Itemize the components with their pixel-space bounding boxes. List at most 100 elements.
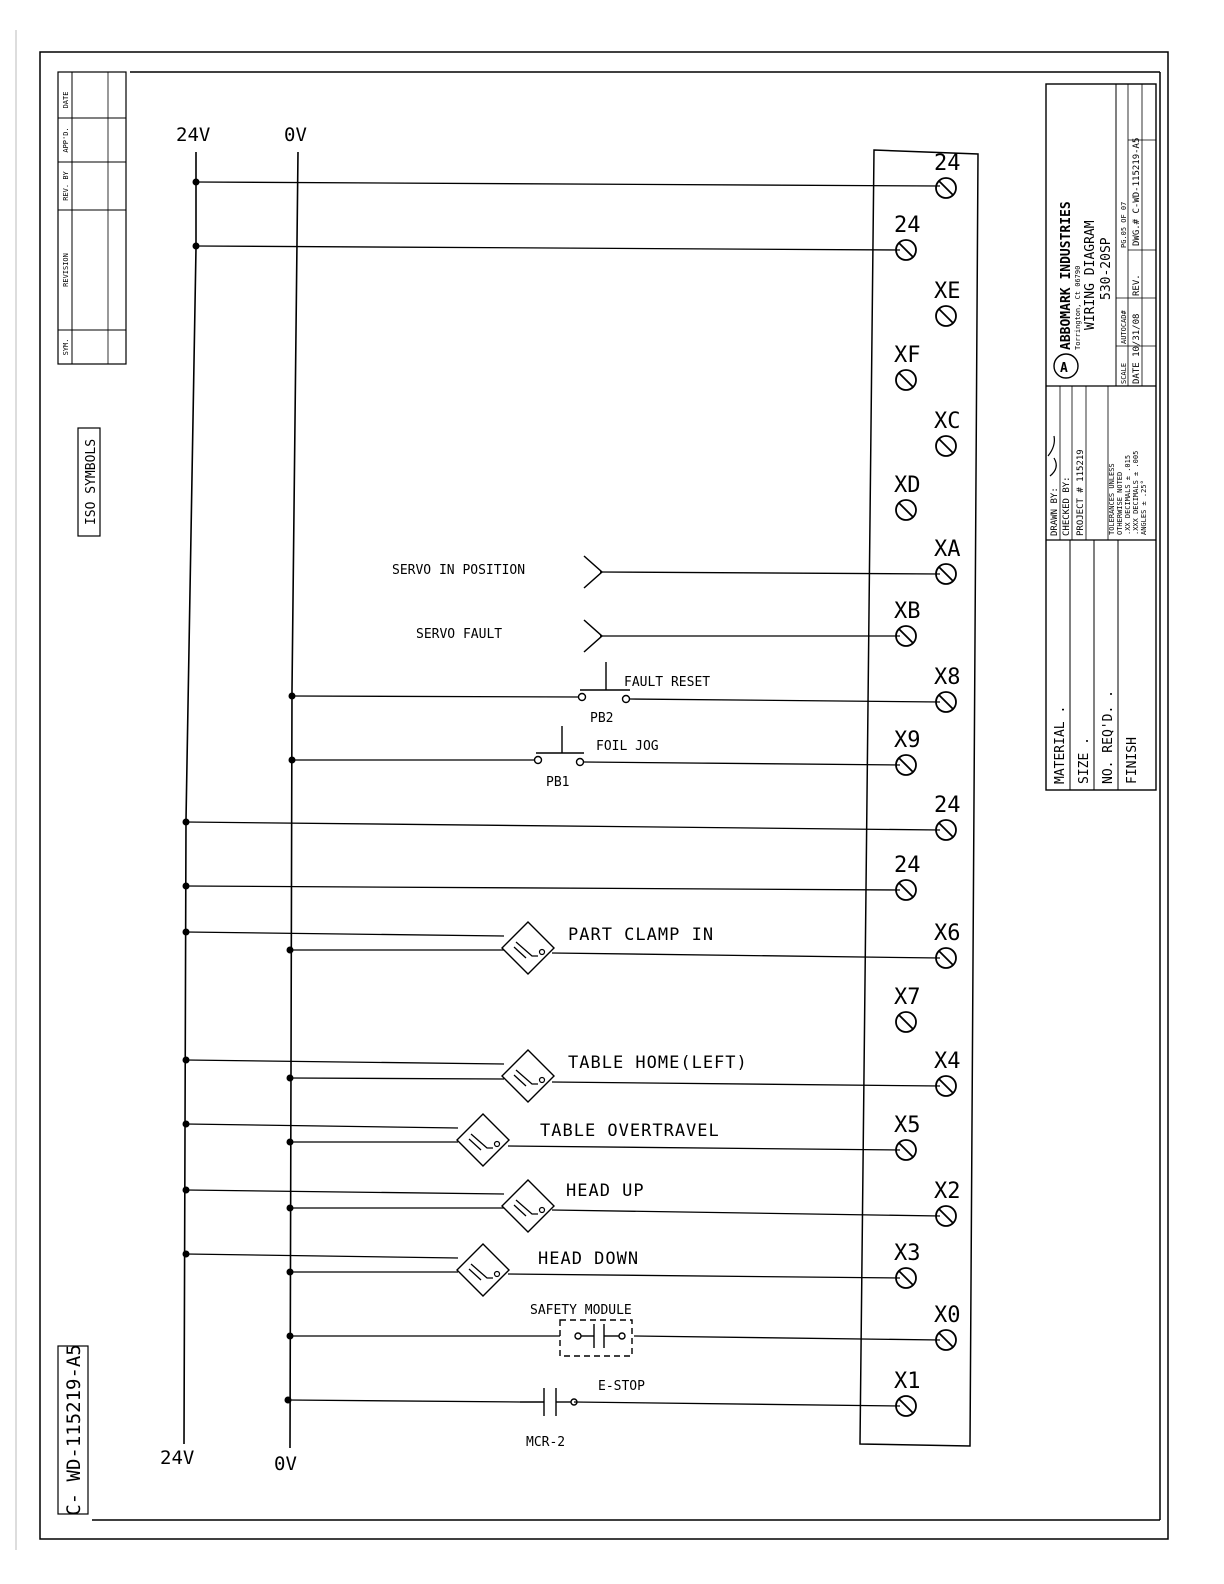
table-overtravel-label: TABLE OVERTRAVEL: [540, 1121, 720, 1141]
terminal-xc-screw: XC: [934, 409, 961, 457]
servo-fault-connector-icon: [583, 619, 604, 653]
head-up-sensor-icon: [501, 1179, 555, 1233]
tolerance-line-3: .XX DECIMALS ± .015: [1124, 455, 1132, 535]
terminal-x5-screw: X5: [894, 1113, 921, 1161]
proximity-sensors: [456, 921, 555, 1297]
terminal-24-screw: 24: [894, 213, 921, 261]
servo-in-position-connector-icon: [583, 555, 604, 589]
rev-header-appd: APP'D.: [62, 127, 70, 152]
tolerance-line-1: TOLERANCES UNLESS: [1108, 463, 1116, 535]
e-stop-label: E-STOP: [598, 1379, 645, 1394]
terminal-x7-screw: X7: [894, 985, 921, 1033]
tolerance-line-4: .XXX DECIMALS ± .005: [1132, 451, 1140, 535]
rail-24v-bottom-label: 24V: [160, 1447, 194, 1469]
table-home-left-label: TABLE HOME(LEFT): [568, 1053, 748, 1073]
part-clamp-in-sensor-icon: [501, 921, 555, 975]
terminal-label: XA: [934, 537, 961, 562]
terminal-label: XD: [894, 473, 921, 498]
terminal-label: 24: [894, 213, 921, 238]
pb1-label: PB1: [546, 775, 569, 790]
fault-reset-label: FAULT RESET: [624, 675, 710, 690]
terminal-label: X2: [934, 1179, 961, 1204]
part-clamp-in-label: PART CLAMP IN: [568, 925, 714, 945]
autocad-field: AUTOCAD#: [1120, 309, 1128, 344]
no-reqd-field: NO. REQ'D. .: [1101, 690, 1116, 784]
outer-border: [39, 51, 1169, 1540]
terminal-x6-screw: X6: [934, 921, 961, 969]
safety-module-contact-icon: [559, 1319, 633, 1357]
table-home-left-sensor-icon: [501, 1049, 555, 1103]
side-drawing-number: C- WD-115219-A5: [63, 1344, 85, 1516]
drawing-model: 530-20SP: [1099, 237, 1114, 300]
terminal-x4-screw: X4: [934, 1049, 961, 1097]
size-field: SIZE .: [1077, 737, 1092, 784]
terminal-label: XB: [894, 599, 921, 624]
terminal-x2-screw: X2: [934, 1179, 961, 1227]
terminal-label: XE: [934, 279, 961, 304]
rev-header-rev-by: REV. BY: [62, 170, 70, 200]
rail-0v-bottom-label: 0V: [274, 1453, 297, 1475]
terminal-label: X8: [934, 665, 961, 690]
title-block: MATERIAL . SIZE . NO. REQ'D. . FINISH DR…: [1045, 83, 1157, 791]
rail-0v-top-label: 0V: [284, 124, 307, 146]
terminal-label: 24: [934, 793, 961, 818]
terminal-label: X6: [934, 921, 961, 946]
wiring: [185, 181, 941, 1407]
terminal-label: X5: [894, 1113, 921, 1138]
mcr-2-contact-icon: [520, 1388, 578, 1416]
terminal-x0-screw: X0: [934, 1303, 961, 1351]
pb1-pushbutton-icon: [533, 726, 585, 767]
project-number-field: PROJECT # 115219: [1076, 449, 1086, 536]
rail-24v-top-label: 24V: [176, 124, 210, 146]
terminal-label: X0: [934, 1303, 961, 1328]
terminal-label: X7: [894, 985, 921, 1010]
terminal-label: XC: [934, 409, 961, 434]
terminal-label: XF: [894, 343, 921, 368]
iso-symbols-label: ISO SYMBOLS: [84, 439, 99, 525]
terminal-label: X1: [894, 1369, 921, 1394]
safety-module-label: SAFETY MODULE: [530, 1303, 632, 1318]
terminal-xb-screw: XB: [894, 599, 921, 647]
mcr-2-label: MCR-2: [526, 1435, 565, 1450]
tolerance-line-2: OTHERWISE NOTED: [1116, 472, 1124, 535]
rev-header-date: DATE: [62, 92, 70, 109]
rail-24v: [183, 152, 197, 1445]
rail-0v: [289, 151, 299, 1449]
date-field: DATE 10/31/08: [1132, 314, 1142, 384]
scale-field: SCALE: [1120, 363, 1128, 384]
terminal-x8-screw: X8: [934, 665, 961, 713]
terminal-xf-screw: XF: [894, 343, 921, 391]
pb2-pushbutton-icon: [577, 662, 631, 704]
drawn-by-field: DRAWN BY:: [1050, 487, 1060, 536]
finish-field: FINISH: [1125, 737, 1140, 784]
terminal-x9-screw: X9: [894, 728, 921, 776]
dwg-number-field: DWG.# C-WD-115219-A5: [1132, 138, 1142, 246]
pb2-label: PB2: [590, 711, 613, 726]
head-down-label: HEAD DOWN: [538, 1249, 639, 1269]
checked-by-field: CHECKED BY:: [1062, 476, 1072, 536]
terminal-xd-screw: XD: [894, 473, 921, 521]
rev-header-sym: SYM.: [62, 339, 70, 356]
servo-in-position-label: SERVO IN POSITION: [392, 563, 525, 578]
company-logo-icon: [1053, 353, 1079, 379]
terminal-x1-screw: X1: [894, 1369, 921, 1417]
company-location: Torrington, Ct 06790: [1074, 266, 1082, 350]
junction-dots: [182, 178, 296, 1404]
terminal-x3-screw: X3: [894, 1241, 921, 1289]
terminal-label: 24: [894, 853, 921, 878]
terminal-24-screw: 24: [894, 853, 921, 901]
terminal-label: 24: [934, 151, 961, 176]
foil-jog-label: FOIL JOG: [596, 739, 659, 754]
drawn-by-signature: [1047, 435, 1057, 477]
material-field: MATERIAL .: [1053, 706, 1068, 784]
head-up-label: HEAD UP: [566, 1181, 645, 1201]
rev-field: REV.: [1132, 274, 1142, 296]
iso-symbols-box: ISO SYMBOLS: [77, 427, 101, 537]
tolerance-line-5: ANGLES ± .25°: [1140, 480, 1148, 535]
terminal-label: X4: [934, 1049, 961, 1074]
side-drawing-id: C- WD-115219-A5: [57, 1344, 89, 1516]
company-logo-letter: A: [1060, 361, 1068, 376]
terminal-xe-screw: XE: [934, 279, 961, 327]
